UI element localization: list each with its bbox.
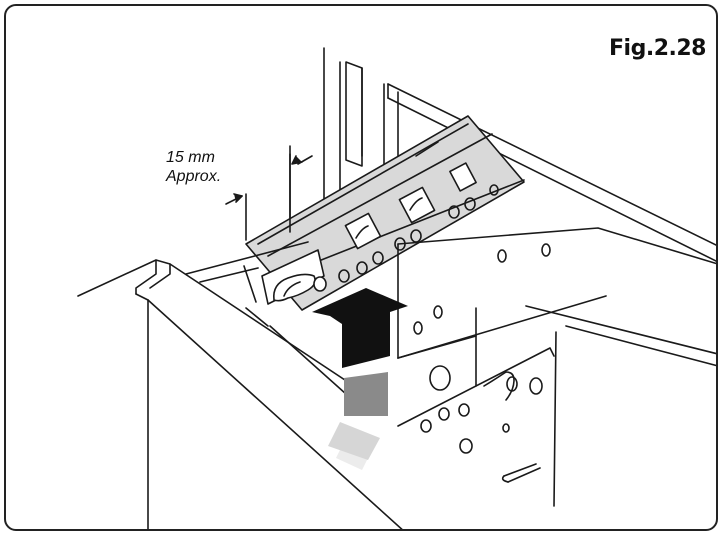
- release-lever: [261, 249, 327, 305]
- rail-holes: [338, 184, 499, 283]
- figure-frame: Fig.2.28 15 mm Approx.: [4, 4, 718, 531]
- housing-top: [387, 83, 716, 262]
- side-panel: [397, 227, 716, 507]
- front-tray: [77, 241, 403, 529]
- dimension-value: 15 mm: [166, 149, 215, 166]
- dimension-indicator: [225, 153, 313, 241]
- dimension-label: 15 mm Approx.: [166, 148, 221, 186]
- installation-illustration: [77, 47, 716, 529]
- dimension-note: Approx.: [166, 168, 222, 185]
- direction-arrow: [312, 288, 408, 470]
- figure-label: Fig.2.28: [609, 36, 706, 61]
